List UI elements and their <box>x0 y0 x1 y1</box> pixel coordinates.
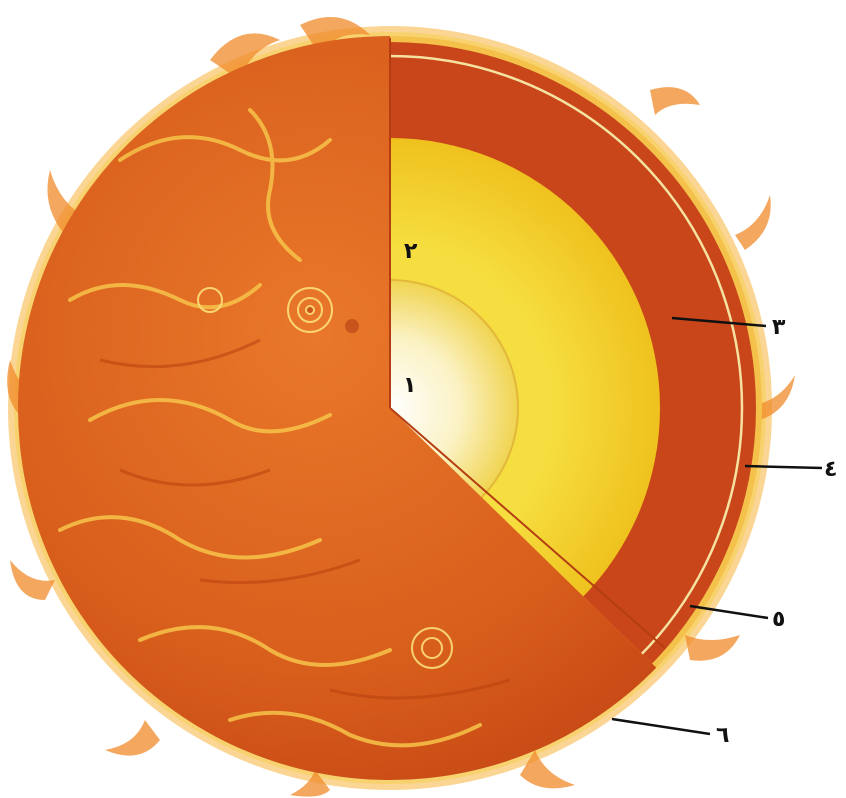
label-3: ٣ <box>772 315 786 340</box>
label-6: ٦ <box>716 723 729 748</box>
leader-line-6 <box>612 719 710 734</box>
label-5: ٥ <box>772 607 785 632</box>
label-2: ٢ <box>404 239 418 264</box>
label-4: ٤ <box>824 457 837 482</box>
label-1: ١ <box>403 373 416 398</box>
